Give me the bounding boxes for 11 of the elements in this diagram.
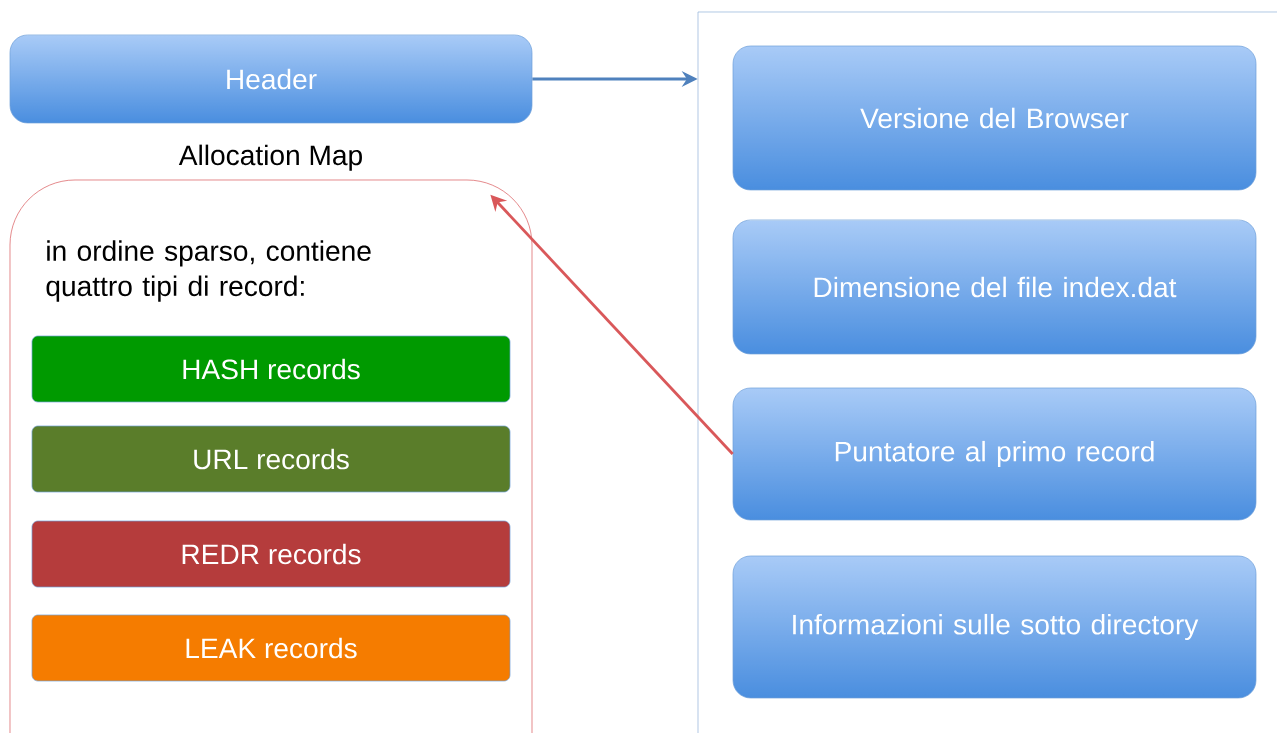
record-box: LEAK records (31, 614, 511, 682)
record-box: REDR records (31, 520, 511, 588)
rounded-box: Header (9, 34, 533, 124)
description: in ordine sparso, contiene quattro tipi di record: (46, 240, 371, 302)
rounded-box: Versione del Browser (732, 45, 1257, 191)
heading: Allocation Map (178, 144, 362, 171)
record-box: HASH records (31, 335, 511, 403)
rounded-box: Puntatore al primo record (732, 387, 1257, 521)
record-box: URL records (31, 425, 511, 493)
rounded-box: Informazioni sulle sotto directory (732, 555, 1257, 699)
rounded-box: Dimensione del file index.dat (732, 219, 1257, 355)
